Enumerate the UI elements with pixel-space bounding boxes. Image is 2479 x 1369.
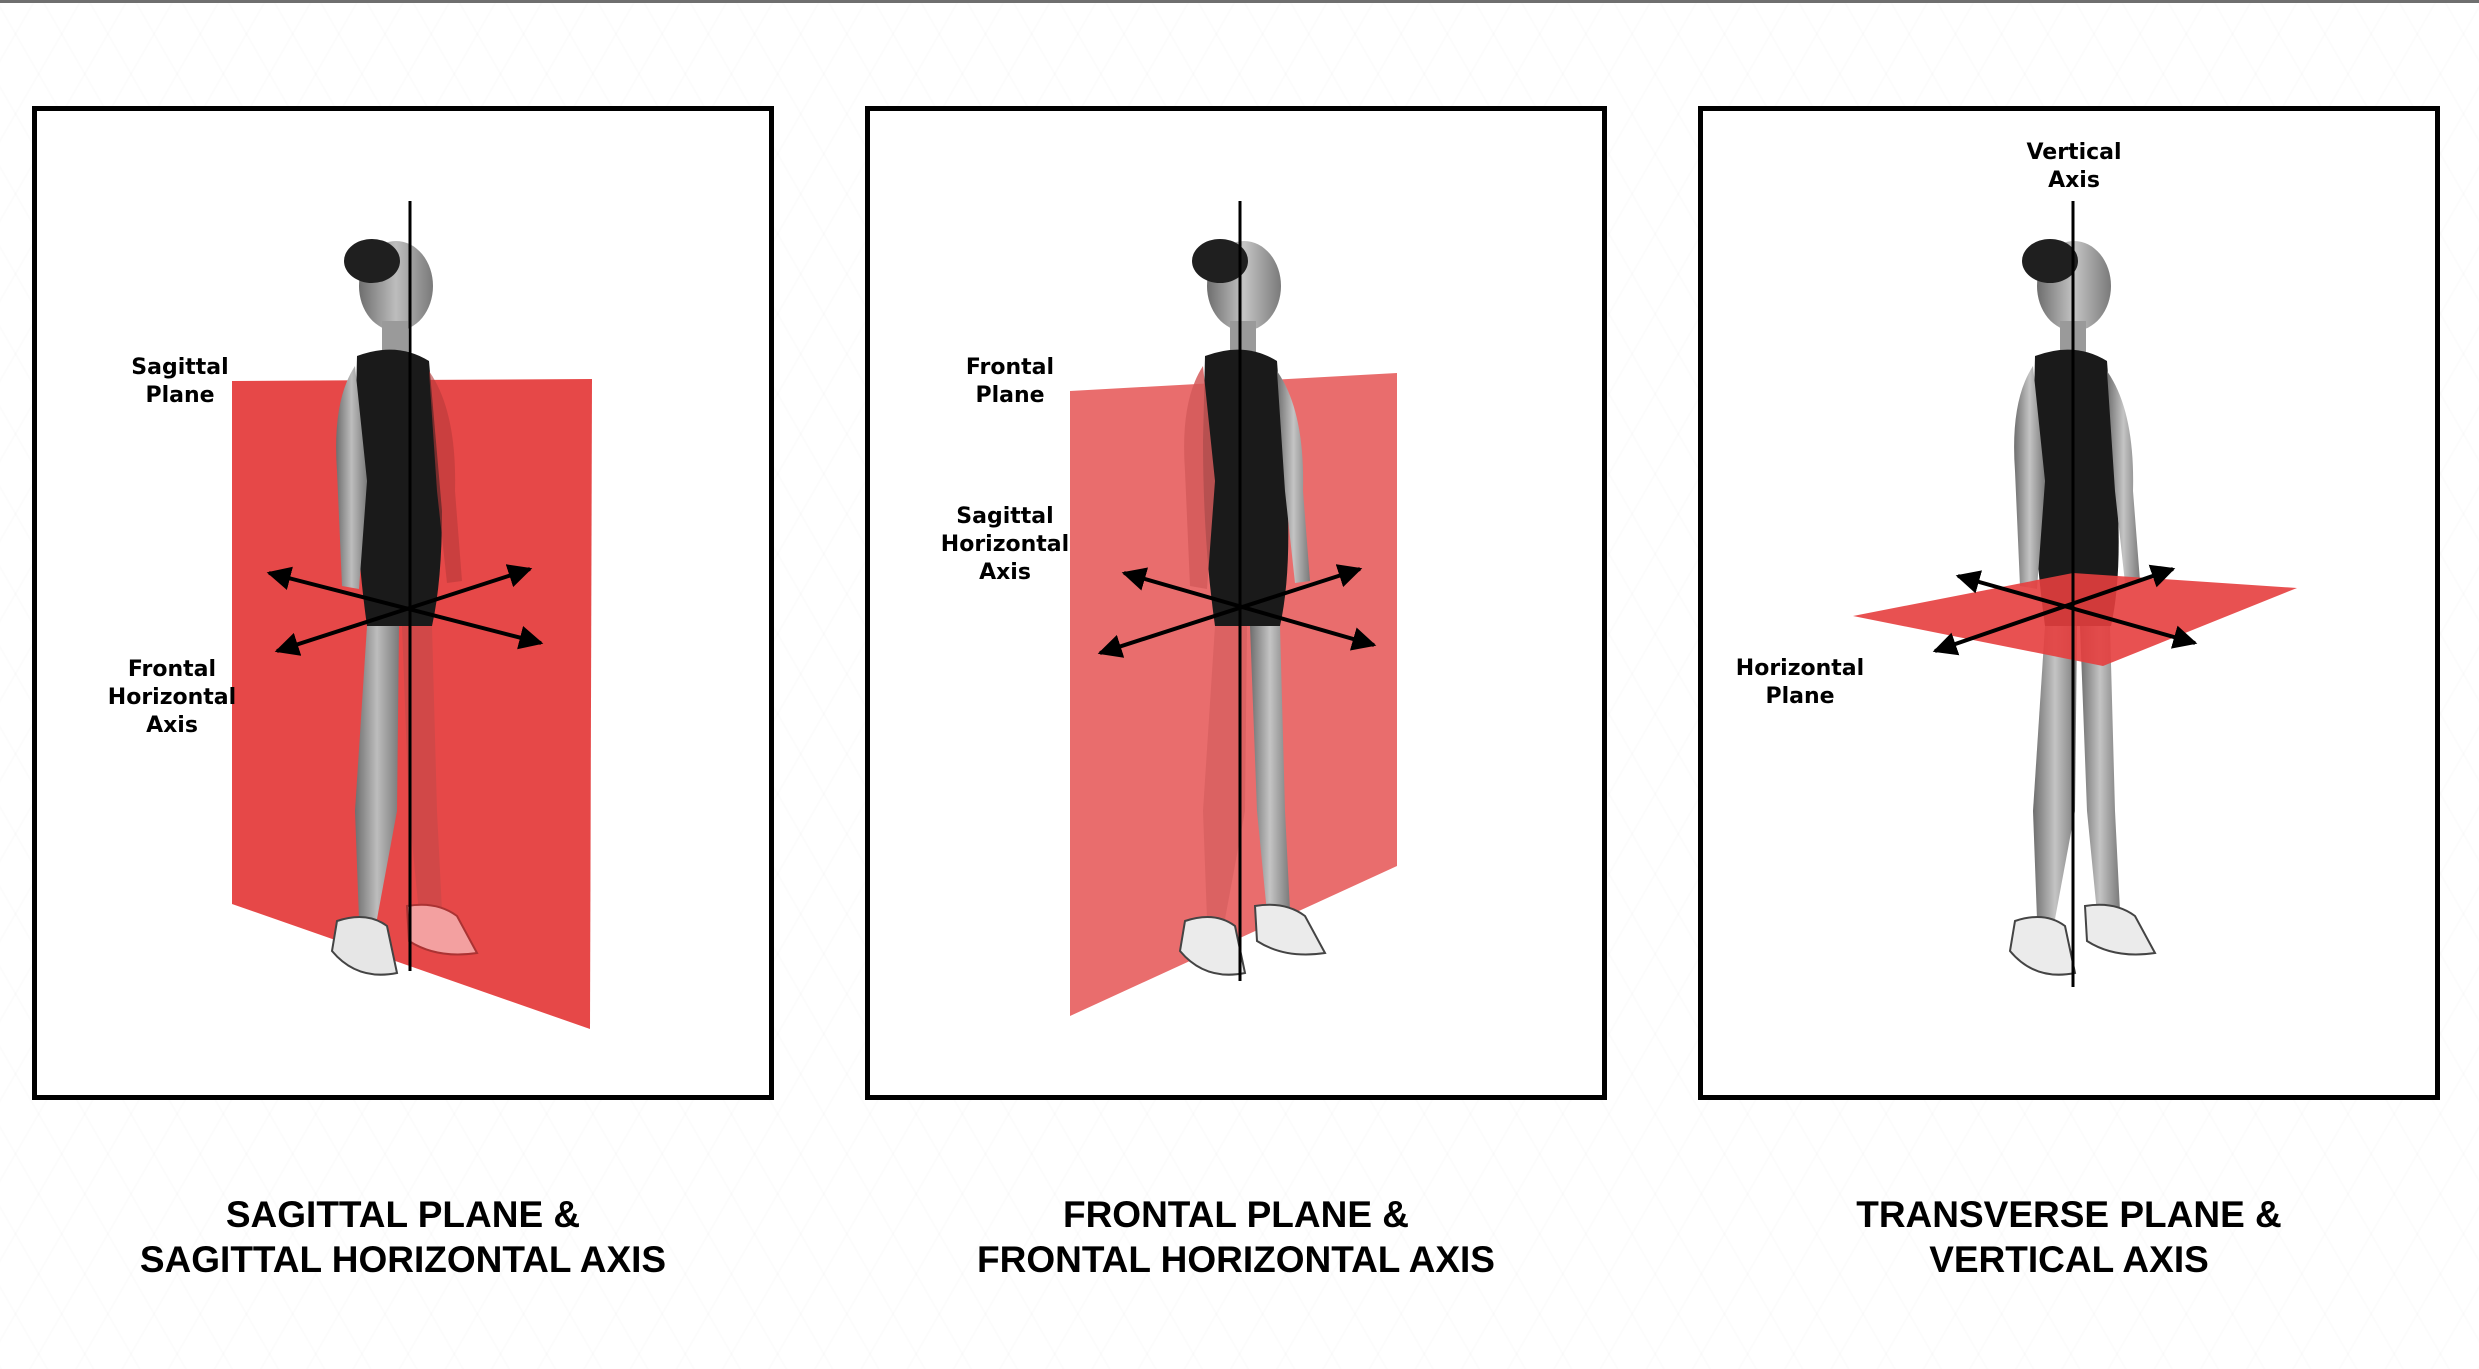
caption-line-1: TRANSVERSE PLANE & [1856, 1194, 2282, 1235]
horizontal-plane [1853, 573, 2297, 666]
caption-transverse: TRANSVERSE PLANE & VERTICAL AXIS [1698, 1192, 2440, 1282]
caption-line-1: SAGITTAL PLANE & [225, 1194, 581, 1235]
caption-line-2: FRONTAL HORIZONTAL AXIS [977, 1239, 1495, 1280]
plane-label: Frontal Plane [965, 355, 1055, 408]
sagittal-illustration [232, 201, 592, 1029]
axis-label: Vertical Axis [2026, 140, 2122, 193]
caption-line-2: SAGITTAL HORIZONTAL AXIS [139, 1239, 667, 1280]
caption-frontal: FRONTAL PLANE & FRONTAL HORIZONTAL AXIS [865, 1192, 1607, 1282]
panel-sagittal: Sagittal Plane Frontal Horizontal Axis [32, 106, 774, 1100]
caption-sagittal: SAGITTAL PLANE & SAGITTAL HORIZONTAL AXI… [32, 1192, 774, 1282]
caption-line-1: FRONTAL PLANE & [1062, 1194, 1409, 1235]
figure [330, 239, 479, 976]
caption-line-2: VERTICAL AXIS [1929, 1239, 2209, 1280]
transverse-illustration [1853, 201, 2297, 987]
panel-frontal: Frontal Plane Sagittal Horizontal Axis [865, 106, 1607, 1100]
axis-label: Frontal Horizontal Axis [107, 657, 237, 738]
axis-label: Sagittal Horizontal Axis [940, 504, 1070, 585]
plane-label: Horizontal Plane [1735, 656, 1865, 709]
figure [2008, 239, 2157, 976]
panel-transverse: Vertical Axis Horizontal Plane [1698, 106, 2440, 1100]
figure [1178, 239, 1327, 976]
plane-label: Sagittal Plane [131, 355, 229, 408]
frontal-illustration [1070, 201, 1397, 1016]
top-rule [0, 0, 2479, 3]
